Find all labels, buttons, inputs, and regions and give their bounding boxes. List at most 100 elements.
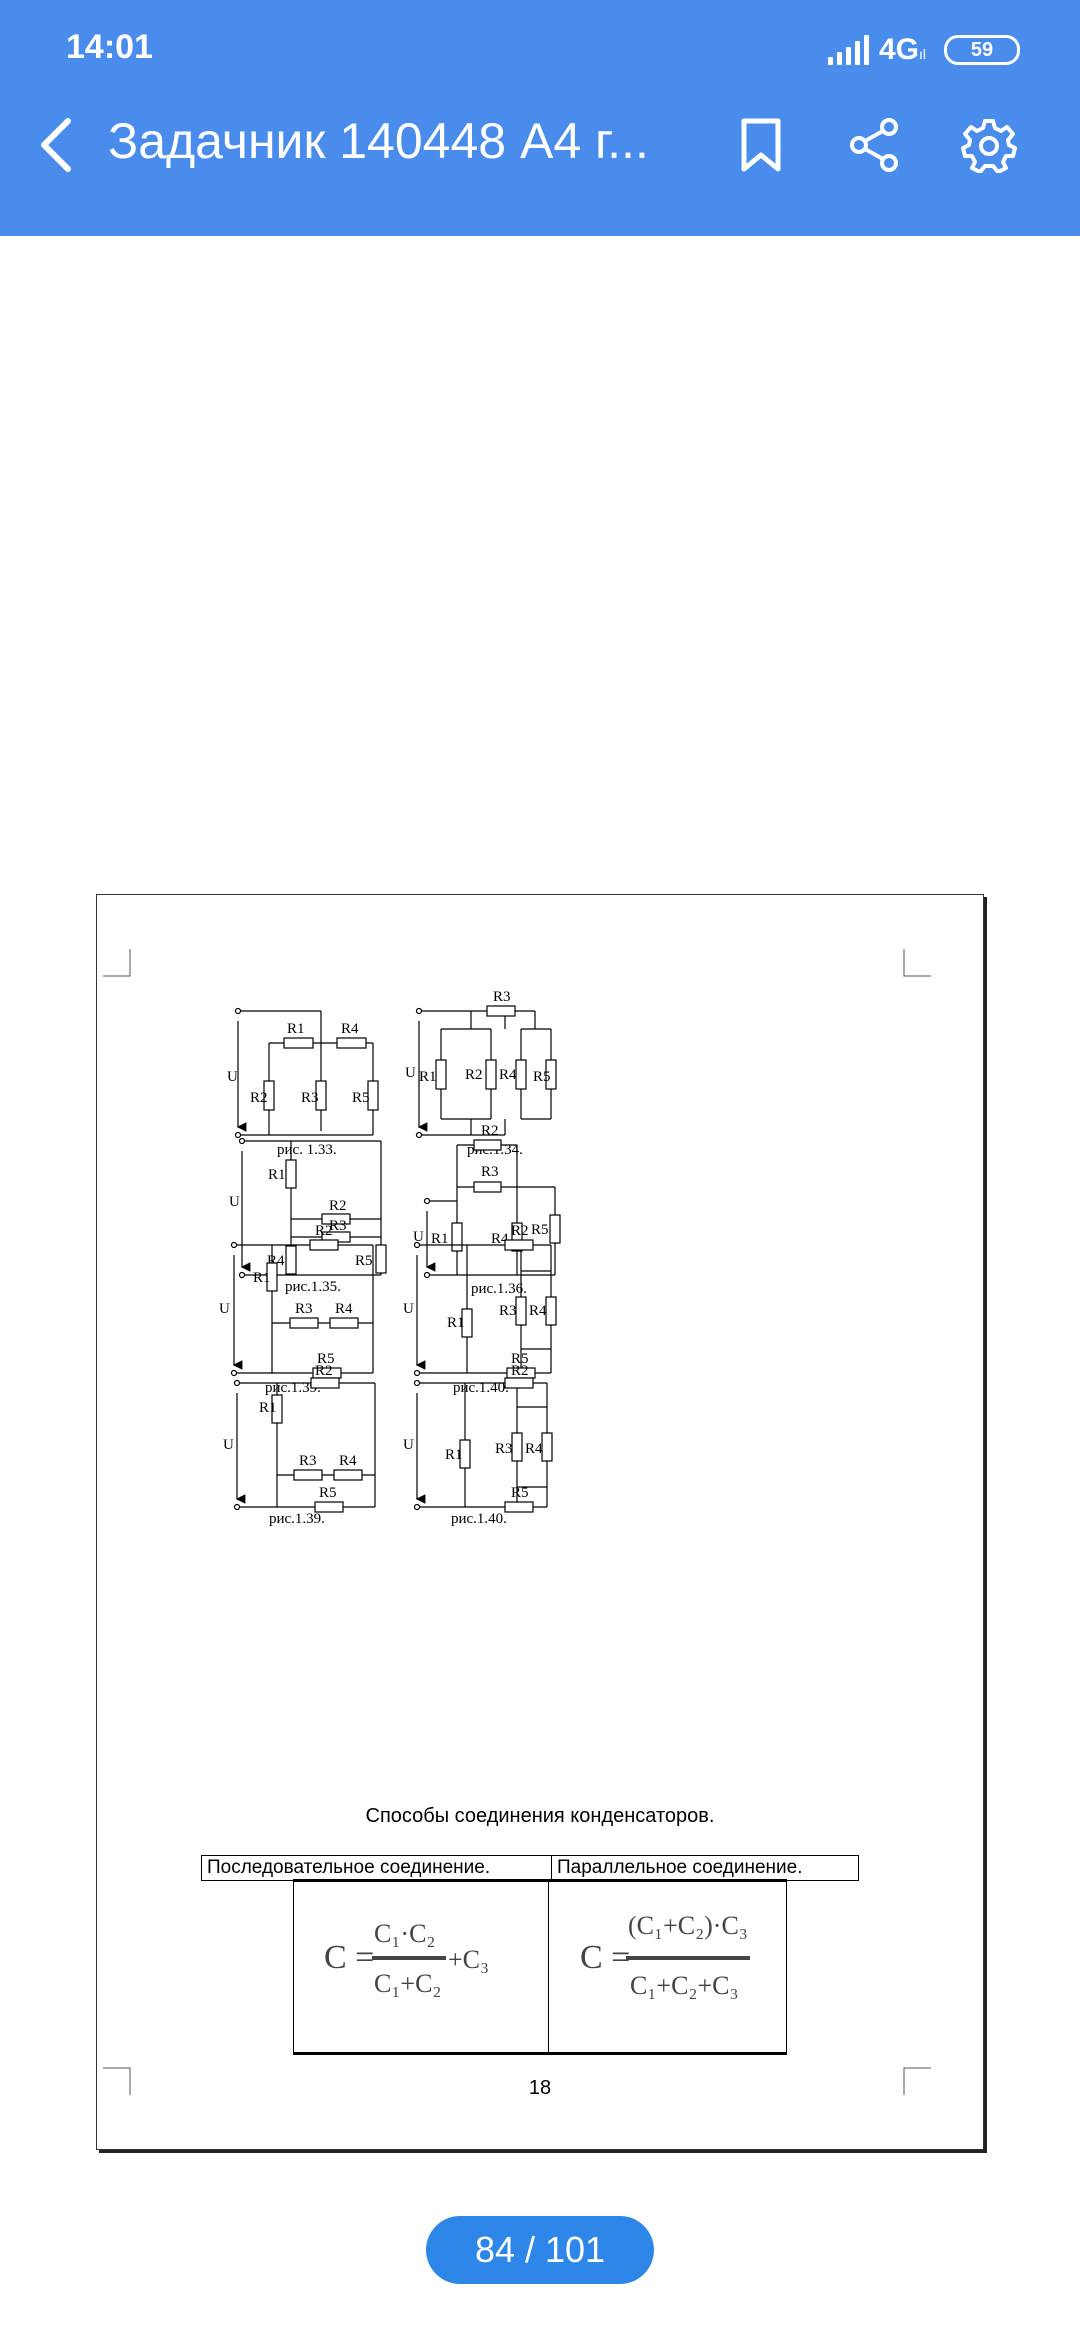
label-U: U [223,1437,234,1453]
svg-text:+C₃: +C₃ [448,1945,489,1974]
label-R1: R1 [447,1315,465,1331]
bookmark-button[interactable] [726,110,796,180]
crop-mark [103,949,131,977]
label-U: U [219,1301,230,1317]
label-U: U [413,1229,424,1245]
header-series: Последовательное соединение. [202,1856,552,1880]
status-indicators: 4Gıl 59 [827,30,1020,70]
status-time: 14:01 [66,28,153,66]
label-R1: R1 [419,1069,437,1085]
label-U: U [403,1301,414,1317]
document-viewer[interactable]: U R2 R1 R3 R4 R5 рис. 1.33. [0,236,1080,2340]
figure-1-33: U R2 R1 R3 R4 R5 рис. 1.33. [227,1007,379,1158]
figure-caption: рис.1.40. [453,1380,509,1396]
crop-mark [903,949,931,977]
figure-caption: рис.1.40. [451,1511,507,1527]
circuit-diagrams: U R2 R1 R3 R4 R5 рис. 1.33. [219,989,561,1527]
app-header: 14:01 4Gıl 59 Задачник 140448 А4 г... [0,0,1080,236]
share-button[interactable] [840,110,910,180]
figure-caption: рис.1.35. [285,1279,341,1295]
label-R4: R4 [335,1301,353,1317]
label-R1: R1 [253,1270,271,1286]
label-R1: R1 [431,1231,449,1247]
label-R2: R2 [511,1363,529,1379]
label-R3: R3 [493,989,511,1005]
label-R2: R2 [511,1223,529,1239]
connection-table-header: Последовательное соединение. Параллельно… [201,1855,859,1881]
svg-text:C₁+C₂+C₃: C₁+C₂+C₃ [630,1971,739,2000]
label-R4: R4 [525,1441,543,1457]
label-R2: R2 [315,1223,333,1239]
label-R5: R5 [511,1351,529,1367]
label-U: U [405,1065,416,1081]
label-R3: R3 [299,1453,317,1469]
page-number: 18 [528,2077,552,2099]
document-title: Задачник 140448 А4 г... [108,113,649,169]
label-R5: R5 [317,1351,335,1367]
label-R2: R2 [329,1198,347,1214]
label-R1: R1 [259,1400,277,1416]
label-R1: R1 [287,1021,305,1037]
document-page: U R2 R1 R3 R4 R5 рис. 1.33. [96,894,984,2150]
network-type: 4Gıl [878,33,926,66]
share-icon [850,118,898,172]
column-divider [548,1882,549,2052]
label-R3: R3 [495,1441,513,1457]
svg-text:C =: C = [580,1939,630,1976]
label-R3: R3 [499,1303,517,1319]
figure-caption: рис. 1.33. [277,1142,337,1158]
svg-text:C₁·C₂: C₁·C₂ [374,1919,435,1948]
label-R5: R5 [319,1485,337,1501]
label-U: U [403,1437,414,1453]
label-R3: R3 [295,1301,313,1317]
back-arrow-icon [41,118,71,172]
formula-table: C = C₁·C₂ C₁+C₂ +C₃ C = (C₁+C₂)·C₃ C₁+C₂… [293,1879,787,2055]
label-R4: R4 [339,1453,357,1469]
figure-caption: рис.1.39. [269,1511,325,1527]
label-R3: R3 [301,1090,319,1106]
figure-1-36: U R2 R3 R1 R4 R5 рис.1.36. [413,1123,561,1297]
label-R4: R4 [529,1303,547,1319]
figure-1-40-a: U R1 R2 R3 R4 R5 рис.1.40. [403,1223,557,1396]
label-R2: R2 [481,1123,499,1139]
svg-text:C =: C = [324,1939,374,1976]
label-R5: R5 [533,1069,551,1085]
label-R3: R3 [481,1164,499,1180]
bookmark-icon [741,118,781,172]
label-R4: R4 [341,1021,359,1037]
figure-1-39-a: U R1 R2 R3 R4 R5 рис.1.39. [219,1223,374,1396]
figure-1-35: U R1 R2 R3 R4 R5 рис.1.35. [229,1137,387,1295]
section-title: Способы соединения конденсаторов. [365,1805,715,1827]
gear-icon [961,119,1017,173]
label-R5: R5 [531,1222,549,1238]
crop-mark [903,2067,931,2095]
svg-text:(C₁+C₂)·C₃: (C₁+C₂)·C₃ [628,1911,748,1940]
figure-1-39-b: U R1 R2 R3 R4 R5 рис.1.39. [223,1363,376,1527]
label-U: U [227,1069,238,1085]
label-R1: R1 [445,1447,463,1463]
svg-text:C₁+C₂: C₁+C₂ [374,1969,441,1998]
formula-parallel: C = (C₁+C₂)·C₃ C₁+C₂+C₃ [580,1911,750,2000]
label-R2: R2 [315,1363,333,1379]
label-R2: R2 [250,1090,268,1106]
label-R4: R4 [499,1067,517,1083]
label-R5: R5 [355,1253,373,1269]
settings-button[interactable] [954,110,1024,180]
battery-level: 59 [970,38,994,61]
label-R3: R3 [329,1218,347,1234]
figure-caption: рис.1.39. [265,1380,321,1396]
label-R1: R1 [268,1167,286,1183]
label-R5: R5 [511,1485,529,1501]
figure-1-40-b: U R1 R2 R3 R4 R5 рис.1.40. [403,1363,553,1527]
figure-caption: рис.1.36. [471,1281,527,1297]
battery-icon: 59 [944,35,1020,65]
back-button[interactable] [26,110,86,180]
label-U: U [229,1194,240,1210]
page-indicator[interactable]: 84 / 101 [426,2216,654,2284]
signal-icon [827,35,869,65]
label-R5: R5 [352,1090,370,1106]
formula-series: C = C₁·C₂ C₁+C₂ +C₃ [324,1919,489,1998]
formulas: C = C₁·C₂ C₁+C₂ +C₃ C = (C₁+C₂)·C₃ C₁+C₂… [324,1911,750,2000]
header-parallel: Параллельное соединение. [557,1857,803,1878]
label-R2: R2 [465,1067,483,1083]
